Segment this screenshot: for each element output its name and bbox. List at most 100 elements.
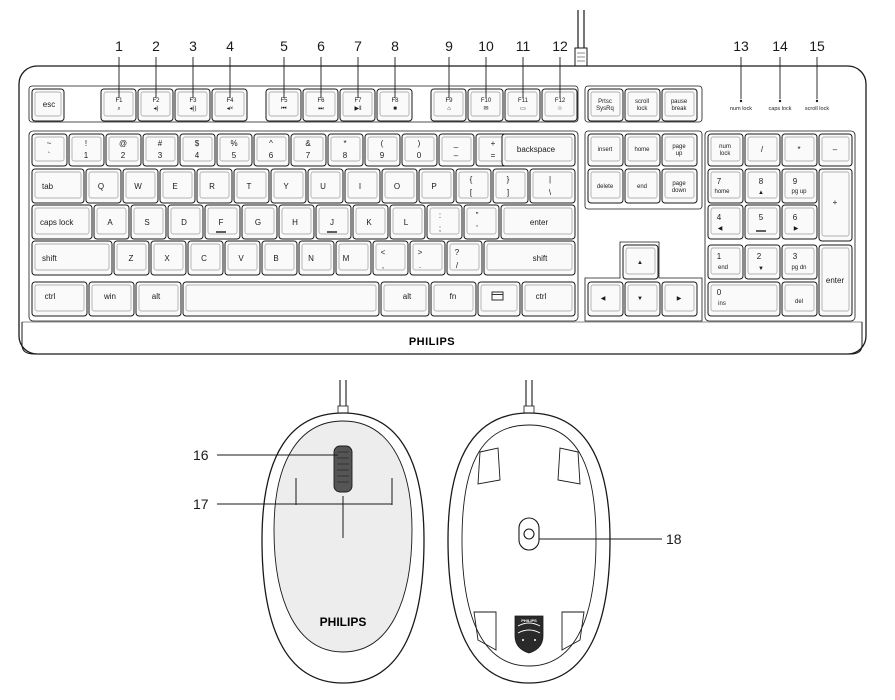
key-w[interactable]: W: [122, 168, 159, 204]
key-p[interactable]: P: [418, 168, 455, 204]
key-left-shift[interactable]: shift: [31, 240, 113, 276]
key-6[interactable]: ^6: [253, 133, 290, 167]
key-backspace[interactable]: backspace: [501, 133, 576, 167]
key-f4[interactable]: F4◂×: [211, 88, 248, 122]
key-h[interactable]: H: [278, 204, 315, 240]
key-arrow-right[interactable]: ▶: [661, 281, 698, 317]
key-left-alt[interactable]: alt: [135, 281, 182, 317]
key-right-alt[interactable]: alt: [380, 281, 430, 317]
key-f3[interactable]: F3◂)): [174, 88, 211, 122]
key-v[interactable]: V: [224, 240, 261, 276]
key-win[interactable]: win: [88, 281, 135, 317]
key-num-4[interactable]: 4◀: [707, 204, 744, 240]
key-i[interactable]: I: [344, 168, 381, 204]
key-b[interactable]: B: [261, 240, 298, 276]
key-l[interactable]: L: [389, 204, 426, 240]
key-f2[interactable]: F2◂): [137, 88, 174, 122]
key-semicolon[interactable]: :;: [426, 204, 463, 240]
key-comma[interactable]: <,: [372, 240, 409, 276]
key-5[interactable]: %5: [216, 133, 253, 167]
key-num-8[interactable]: 8▲: [744, 168, 781, 204]
key-right-ctrl[interactable]: ctrl: [521, 281, 576, 317]
key-a[interactable]: A: [93, 204, 130, 240]
key-delete[interactable]: delete: [587, 168, 624, 204]
key-9[interactable]: (9: [364, 133, 401, 167]
key-period[interactable]: >.: [409, 240, 446, 276]
key-q[interactable]: Q: [85, 168, 122, 204]
key-num-enter[interactable]: enter: [818, 244, 853, 317]
key-c[interactable]: C: [187, 240, 224, 276]
key-arrow-up[interactable]: ▲: [622, 244, 659, 280]
key-f12[interactable]: F12☆: [541, 88, 578, 122]
key-tab[interactable]: tab: [31, 168, 85, 204]
key-n[interactable]: N: [298, 240, 335, 276]
key-end[interactable]: end: [624, 168, 661, 204]
key-left-bracket[interactable]: {[: [455, 168, 492, 204]
key-0[interactable]: )0: [401, 133, 438, 167]
key-num-5[interactable]: 5: [744, 204, 781, 240]
key-o[interactable]: O: [381, 168, 418, 204]
key-menu[interactable]: [477, 281, 521, 317]
key-f7[interactable]: F7▶‖: [339, 88, 376, 122]
key-home[interactable]: home: [624, 133, 661, 167]
key-g[interactable]: G: [241, 204, 278, 240]
key-f1[interactable]: F1⌕: [100, 88, 137, 122]
key-num-3[interactable]: 3pg dn: [781, 244, 818, 280]
key-num-minus[interactable]: –: [818, 133, 853, 167]
key-8[interactable]: *8: [327, 133, 364, 167]
key-7[interactable]: &7: [290, 133, 327, 167]
key-e[interactable]: E: [159, 168, 196, 204]
key-k[interactable]: K: [352, 204, 389, 240]
key-m[interactable]: M: [335, 240, 372, 276]
key-1[interactable]: !1: [68, 133, 105, 167]
key-right-bracket[interactable]: }]: [492, 168, 529, 204]
key-num-del[interactable]: del: [781, 281, 818, 317]
key-f8[interactable]: F8■: [376, 88, 413, 122]
key-2[interactable]: @2: [105, 133, 142, 167]
key-insert[interactable]: insert: [587, 133, 624, 167]
key-spacebar[interactable]: [182, 281, 380, 317]
key-backslash[interactable]: |\: [529, 168, 576, 204]
key-num-6[interactable]: 6▶: [781, 204, 818, 240]
key-num-9[interactable]: 9pg up: [781, 168, 818, 204]
key-f[interactable]: F: [204, 204, 241, 240]
key-num-plus[interactable]: +: [818, 168, 853, 242]
key-j[interactable]: J: [315, 204, 352, 240]
key-f11[interactable]: F11▭: [504, 88, 541, 122]
key-esc[interactable]: esc: [31, 88, 65, 122]
key-quote[interactable]: "': [463, 204, 500, 240]
key-x[interactable]: X: [150, 240, 187, 276]
key-backtick[interactable]: ~`: [31, 133, 68, 167]
key-arrow-left[interactable]: ◀: [587, 281, 624, 317]
key-4[interactable]: $4: [179, 133, 216, 167]
key-right-shift[interactable]: shift: [483, 240, 576, 276]
key-f9[interactable]: F9⌂: [430, 88, 467, 122]
key-fn[interactable]: fn: [430, 281, 477, 317]
key-d[interactable]: D: [167, 204, 204, 240]
key-num-multiply[interactable]: *: [781, 133, 818, 167]
key-z[interactable]: Z: [113, 240, 150, 276]
key-s[interactable]: S: [130, 204, 167, 240]
key-minus[interactable]: _–: [438, 133, 475, 167]
key-arrow-down[interactable]: ▼: [624, 281, 661, 317]
key-f5[interactable]: F5⏮: [265, 88, 302, 122]
key-num-divide[interactable]: /: [744, 133, 781, 167]
key-3[interactable]: #3: [142, 133, 179, 167]
key-left-ctrl[interactable]: ctrl: [31, 281, 88, 317]
key-slash[interactable]: ?/: [446, 240, 483, 276]
key-enter[interactable]: enter: [500, 204, 576, 240]
scroll-wheel[interactable]: [333, 445, 353, 493]
key-r[interactable]: R: [196, 168, 233, 204]
key-u[interactable]: U: [307, 168, 344, 204]
key-y[interactable]: Y: [270, 168, 307, 204]
key-f10[interactable]: F10✉: [467, 88, 504, 122]
